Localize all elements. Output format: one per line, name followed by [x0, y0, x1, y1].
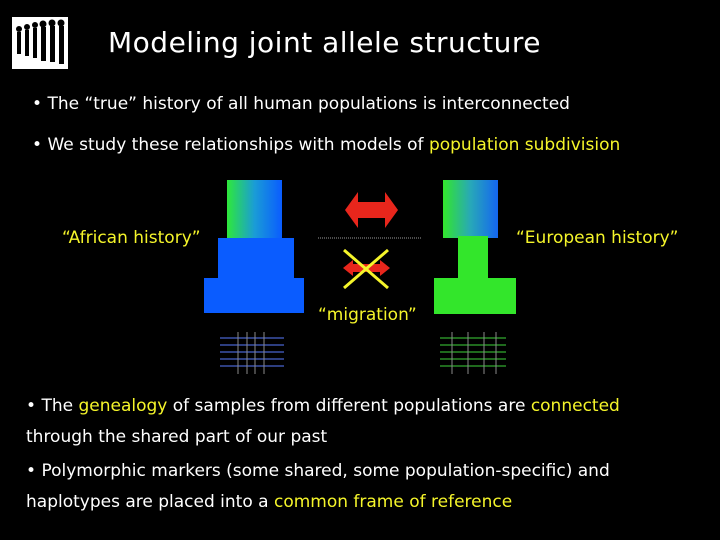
bullet-4: • Polymorphic markers (some shared, some… — [26, 461, 610, 481]
crossed-arrow-icon — [343, 248, 390, 290]
highlight-population-subdivision: population subdivision — [428, 135, 621, 155]
slide-title: Modeling joint allele structure — [108, 26, 541, 59]
bullet-text: Polymorphic markers (some shared, some p… — [41, 461, 610, 481]
bullet-text: of samples from different populations ar… — [167, 396, 531, 416]
label-migration: “migration” — [318, 305, 417, 325]
bullet-2: • We study these relationships with mode… — [32, 135, 620, 155]
bullet-text: We study these relationships with models… — [47, 135, 429, 155]
european-population-shape — [434, 180, 516, 314]
bullet-3: • The genealogy of samples from differen… — [26, 396, 620, 416]
bullet-marker: • — [26, 396, 37, 416]
bullet-text: haplotypes are placed into a — [26, 492, 274, 512]
marker-grid-icon — [440, 332, 506, 374]
bullet-text: The “true” history of all human populati… — [47, 94, 570, 114]
bullet-3-line-2: through the shared part of our past — [26, 427, 328, 447]
double-arrow-icon — [345, 192, 398, 228]
highlight-connected: connected — [530, 396, 620, 416]
marker-grid-icon — [220, 332, 284, 374]
african-population-shape — [204, 180, 304, 313]
bullet-marker: • — [26, 461, 37, 481]
bullet-marker: • — [32, 135, 43, 155]
highlight-common-frame: common frame of reference — [273, 492, 513, 512]
label-european-history: “European history” — [516, 228, 679, 248]
bullet-4-line-2: haplotypes are placed into a common fram… — [26, 492, 512, 512]
label-african-history: “African history” — [62, 228, 201, 248]
people-logo-icon — [12, 17, 68, 69]
bullet-text: The — [41, 396, 79, 416]
bullet-marker: • — [32, 94, 43, 114]
highlight-genealogy: genealogy — [78, 396, 168, 416]
bullet-1: • The “true” history of all human popula… — [32, 94, 570, 114]
